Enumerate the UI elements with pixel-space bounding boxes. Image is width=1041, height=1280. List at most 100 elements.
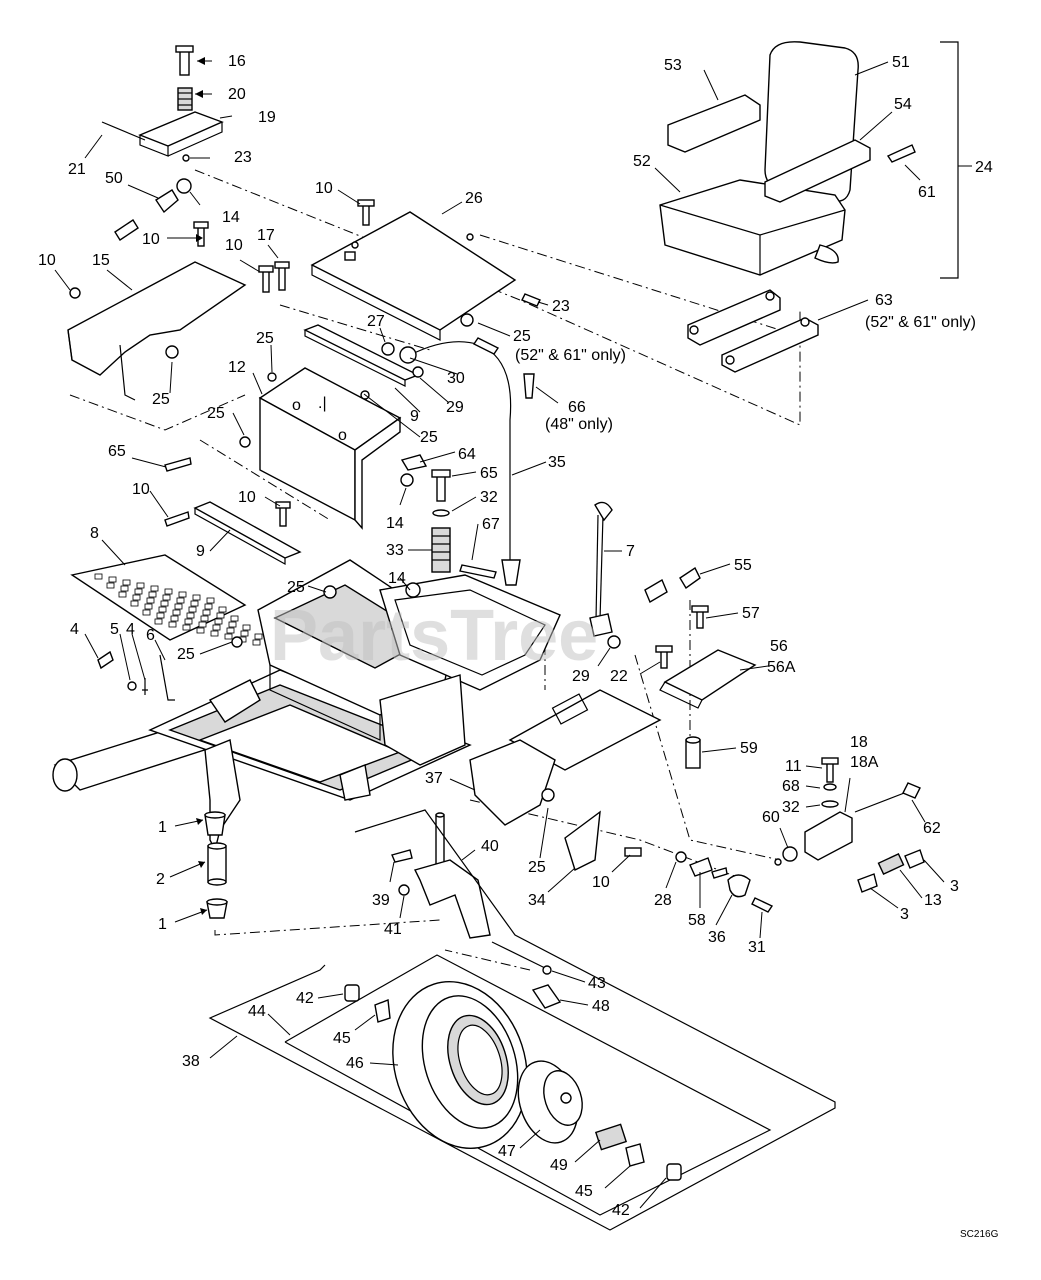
callout-1: 1 [158, 916, 167, 933]
callout-23: 23 [552, 298, 570, 315]
callout-50: 50 [105, 170, 123, 187]
callout-59: 59 [740, 740, 758, 757]
perforation [146, 597, 155, 604]
perforation [190, 600, 199, 607]
callout-33: 33 [386, 542, 404, 559]
perforation [148, 591, 157, 598]
wheel-parts [344, 981, 682, 1181]
callout-10: 10 [225, 237, 243, 254]
perforation [186, 612, 195, 619]
callout-36: 36 [708, 929, 726, 946]
callout-10: 10 [142, 231, 160, 248]
callout-25: 25 [256, 330, 274, 347]
perforation [242, 624, 251, 631]
callout-49: 49 [550, 1157, 568, 1174]
perforation [192, 594, 201, 601]
callout-14: 14 [388, 570, 406, 587]
callout-31: 31 [748, 939, 766, 956]
perforation [202, 609, 211, 616]
callout-labels: 16 20 19 21 23 50 14 10 10 10 17 10 15 2… [38, 53, 993, 1219]
perforation [204, 603, 213, 610]
perforation [118, 591, 127, 598]
callout-4: 4 [70, 621, 79, 638]
foot-plate-8 [70, 554, 275, 649]
perforation [184, 618, 193, 625]
note-63: (52" & 61" only) [865, 314, 976, 331]
callout-3: 3 [950, 878, 959, 895]
note-25: (52" & 61" only) [515, 347, 626, 364]
svg-text:.|: .| [318, 395, 327, 412]
strip-9-lower [164, 457, 302, 566]
perforation [200, 615, 209, 622]
callout-5: 5 [110, 621, 119, 638]
callout-28: 28 [654, 892, 672, 909]
plate-26 [258, 199, 517, 341]
callout-24: 24 [975, 159, 993, 176]
callout-35: 35 [548, 454, 566, 471]
callout-41: 41 [384, 921, 402, 938]
box-12: o .| o [239, 367, 402, 530]
callout-34: 34 [528, 892, 546, 909]
rod-7-and-brackets [589, 501, 757, 769]
callout-39: 39 [372, 892, 390, 909]
callout-66: 66 [568, 399, 586, 416]
callout-25: 25 [528, 859, 546, 876]
callout-8: 8 [90, 525, 99, 542]
callout-12: 12 [228, 359, 246, 376]
perforation [122, 579, 131, 586]
callout-4: 4 [126, 621, 135, 638]
perforation [210, 630, 219, 637]
callout-68: 68 [782, 778, 800, 795]
perforation [162, 594, 171, 601]
callout-65: 65 [480, 465, 498, 482]
perforation [168, 621, 177, 628]
callout-63: 63 [875, 292, 893, 309]
callout-30: 30 [447, 370, 465, 387]
perforation [154, 618, 163, 625]
callout-45: 45 [333, 1030, 351, 1047]
plate-37 [469, 689, 662, 871]
svg-text:o: o [292, 397, 301, 414]
callout-2: 2 [156, 871, 165, 888]
callout-17: 17 [257, 227, 275, 244]
perforation [214, 618, 223, 625]
callout-15: 15 [92, 252, 110, 269]
callout-13: 13 [924, 892, 942, 909]
callout-10: 10 [38, 252, 56, 269]
perforation [226, 627, 235, 634]
perforation [182, 624, 191, 631]
perforation [224, 633, 233, 640]
callout-60: 60 [762, 809, 780, 826]
callout-64: 64 [458, 446, 476, 463]
perforation [212, 624, 221, 631]
callout-10: 10 [132, 481, 150, 498]
perforation [174, 603, 183, 610]
callout-57: 57 [742, 605, 760, 622]
perforation [106, 582, 115, 589]
callout-37: 37 [425, 770, 443, 787]
callout-43: 43 [588, 975, 606, 992]
perforation [134, 588, 143, 595]
perforation [164, 588, 173, 595]
perforation [130, 600, 139, 607]
callout-47: 47 [498, 1143, 516, 1160]
perforation [196, 627, 205, 634]
callout-55: 55 [734, 557, 752, 574]
callout-9: 9 [196, 543, 205, 560]
seat-assembly [659, 41, 972, 373]
perforation [150, 585, 159, 592]
right-lower-parts [675, 757, 925, 913]
callout-32: 32 [782, 799, 800, 816]
callout-18: 18 [850, 734, 868, 751]
perforation [228, 621, 237, 628]
callout-16: 16 [228, 53, 246, 70]
perforation [198, 621, 207, 628]
callout-65: 65 [108, 443, 126, 460]
callout-53: 53 [664, 57, 682, 74]
latch-hardware [101, 45, 224, 247]
callout-46: 46 [346, 1055, 364, 1072]
callout-10: 10 [315, 180, 333, 197]
perforation [156, 612, 165, 619]
cover-15 [67, 261, 247, 401]
